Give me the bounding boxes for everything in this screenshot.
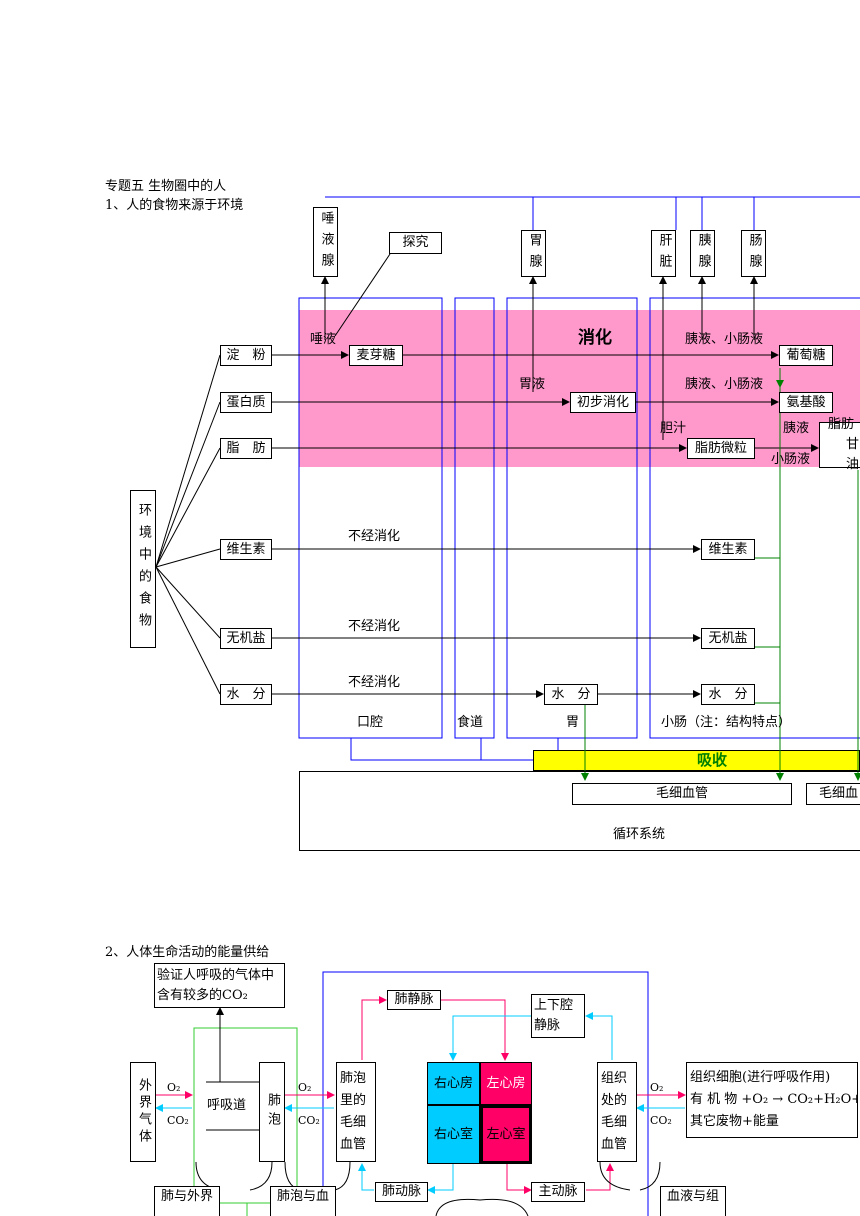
o2-label-1: O₂ (167, 1081, 181, 1094)
pancreatic-intestinal-label-2: 胰液、小肠液 (685, 377, 764, 392)
intestinal-label: 小肠液 (771, 452, 811, 467)
lung-outside-box: 肺与外界 (154, 1186, 220, 1216)
food-protein: 蛋白质 (220, 392, 272, 413)
blood-tissue-box: 血液与组 (660, 1186, 726, 1216)
alveoli-blood-box: 肺泡与血 (270, 1186, 336, 1216)
right-atrium: 右心房 (427, 1062, 480, 1105)
saliva-gland-label: 唾液腺 (318, 210, 334, 274)
capillary-box-2: 毛细血 (806, 783, 860, 805)
pancreatic-label: 胰液 (783, 421, 810, 436)
fatty-acid-label: 脂肪 (828, 417, 855, 432)
gastric-gland-label: 胃腺 (526, 232, 542, 275)
pancreatic-intestinal-label-1: 胰液、小肠液 (685, 332, 764, 347)
fatty-acid-box: 脂肪 甘油 (819, 417, 860, 472)
left-atrium: 左心房 (480, 1062, 532, 1105)
no-digestion-label-2: 不经消化 (348, 619, 401, 634)
circulation-box (299, 771, 860, 851)
tissue-cell-box: 组织细胞(进行呼吸作用) 有 机 物 +O₂ → CO₂+H₂O+ 其它废物+能… (686, 1062, 858, 1138)
organ-stomach: 胃 (566, 715, 580, 730)
absorption-label: 吸收 (697, 751, 728, 769)
pulmonary-vein-box: 肺静脉 (387, 990, 441, 1010)
no-digestion-label-1: 不经消化 (348, 529, 401, 544)
amino-acid-box: 氨基酸 (779, 392, 833, 413)
right-ventricle: 右心室 (427, 1105, 480, 1164)
section1-subheading: 1、人的食物来源于环境 (105, 198, 244, 213)
co2-label-2: CO₂ (298, 1114, 320, 1127)
aorta-box: 主动脉 (531, 1182, 585, 1202)
digestion-title: 消化 (578, 328, 612, 348)
explore-box: 探究 (389, 232, 442, 254)
intestinal-gland-label: 肠腺 (746, 232, 762, 275)
glycerol-label: 甘油 (846, 437, 860, 472)
water-intestine-box: 水 分 (701, 684, 755, 705)
saliva-gland-box: 唾液腺 (313, 207, 338, 277)
mineral-target-box: 无机盐 (701, 628, 755, 649)
tissue-capillary-box: 组织处的毛细血管 (597, 1062, 637, 1162)
liver-label: 肝脏 (656, 232, 672, 275)
co2-label-3: CO₂ (650, 1114, 672, 1127)
outside-air-box: 外界气体 (130, 1062, 156, 1162)
airway-label: 呼吸道 (207, 1098, 247, 1113)
tissue-cell-line3: 其它废物+能量 (690, 1114, 779, 1129)
food-water: 水 分 (220, 684, 272, 705)
food-mineral: 无机盐 (220, 628, 272, 649)
circulation-label: 循环系统 (613, 827, 666, 842)
organ-mouth: 口腔 (357, 715, 384, 730)
environment-food-label: 环境中的食物 (136, 503, 151, 635)
pulmonary-artery-box: 肺动脉 (375, 1182, 428, 1202)
water-stomach-box: 水 分 (544, 684, 598, 705)
co2-label-1: CO₂ (167, 1114, 189, 1127)
vena-cava-box: 上下腔静脉 (531, 994, 585, 1038)
food-fat: 脂 肪 (220, 438, 272, 459)
section1-heading: 专题五 生物圈中的人 (105, 179, 227, 194)
vitamin-target-box: 维生素 (701, 539, 755, 560)
fat-particles-box: 脂肪微粒 (687, 438, 755, 459)
capillary-box-1: 毛细血管 (572, 783, 792, 805)
left-ventricle: 左心室 (480, 1105, 532, 1164)
section2-heading: 2、人体生命活动的能量供给 (105, 945, 270, 960)
no-digestion-label-3: 不经消化 (348, 675, 401, 690)
alveoli-label: 肺泡 (265, 1093, 280, 1131)
liver-box: 肝脏 (651, 230, 676, 277)
food-vitamin: 维生素 (220, 539, 272, 560)
o2-label-3: O₂ (650, 1081, 664, 1094)
food-starch: 淀 粉 (220, 345, 272, 366)
glucose-box: 葡萄糖 (779, 345, 833, 366)
tissue-cell-line2: 有 机 物 +O₂ → CO₂+H₂O+ (690, 1092, 858, 1107)
verify-co2-box: 验证人呼吸的气体中含有较多的CO₂ (154, 963, 285, 1008)
o2-label-2: O₂ (298, 1081, 312, 1094)
digestion-area (299, 310, 860, 467)
organ-small-intestine: 小肠（注：结构特点） (661, 715, 792, 730)
outside-air-label: 外界气体 (136, 1078, 151, 1146)
pancreas-label: 胰腺 (695, 232, 711, 275)
gastric-gland-box: 胃腺 (521, 230, 546, 277)
environment-food-box: 环境中的食物 (130, 490, 156, 648)
gastric-juice-label: 胃液 (519, 377, 546, 392)
pancreas-box: 胰腺 (690, 230, 715, 277)
alveoli-box: 肺泡 (259, 1062, 285, 1162)
saliva-label: 唾液 (310, 332, 337, 347)
maltose-box: 麦芽糖 (349, 345, 403, 366)
bile-label: 胆汁 (660, 421, 687, 436)
intestinal-gland-box: 肠腺 (741, 230, 766, 277)
tissue-cell-line1: 组织细胞(进行呼吸作用) (690, 1070, 831, 1085)
initial-digestion-box: 初步消化 (570, 392, 636, 413)
organ-esophagus: 食道 (457, 715, 484, 730)
alveolar-capillary-box: 肺泡里的毛细血管 (336, 1062, 376, 1162)
